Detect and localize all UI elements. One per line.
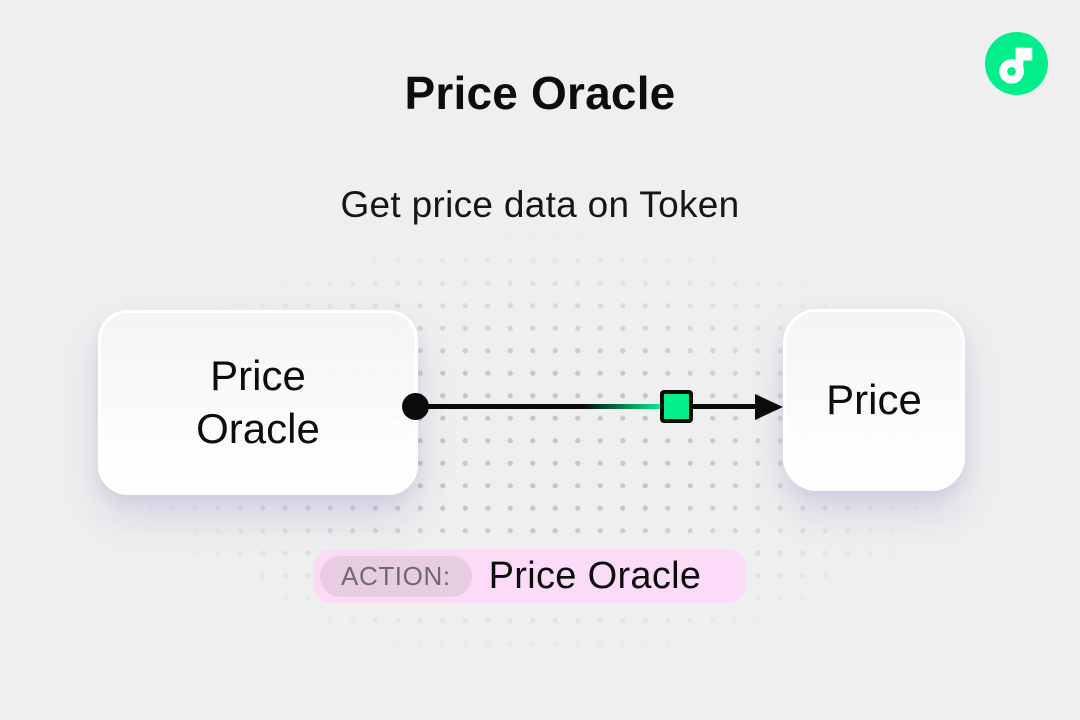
page-subtitle: Get price data on Token: [340, 184, 740, 225]
action-badge: ACTION: Price Oracle: [313, 549, 746, 603]
connector-start-dot: [402, 393, 429, 420]
node-price: Price: [783, 309, 965, 491]
connector-green-trail: [583, 404, 660, 409]
node-price-oracle-label: Price Oracle: [196, 351, 320, 452]
connector-arrowhead-icon: [755, 394, 783, 420]
action-badge-prefix: ACTION:: [320, 555, 472, 597]
node-price-label: Price: [826, 375, 922, 423]
flow-logo-icon: [985, 32, 1048, 95]
page-title: Price Oracle: [404, 67, 676, 119]
connector-green-square: [660, 390, 693, 423]
action-badge-label: Price Oracle: [488, 554, 702, 597]
node-price-oracle: Price Oracle: [98, 310, 418, 495]
